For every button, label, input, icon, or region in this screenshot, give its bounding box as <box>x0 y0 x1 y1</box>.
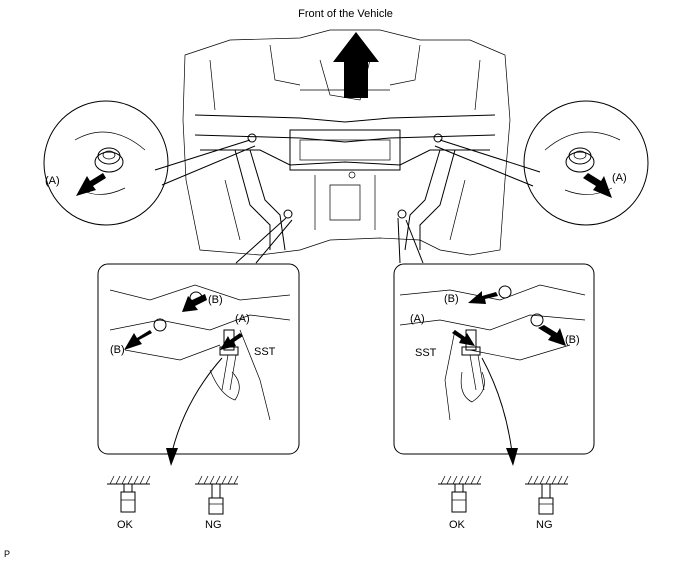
corner-code: P <box>4 549 11 559</box>
label-a-right-box: (A) <box>410 313 425 325</box>
right-circle-callout <box>434 100 649 226</box>
label-a-right-circle: (A) <box>612 172 627 184</box>
label-a-left-circle: (A) <box>45 175 60 187</box>
pointer-arrow-icon <box>468 291 498 304</box>
label-b-left-top: (B) <box>208 294 223 306</box>
pointer-arrow-icon <box>220 333 243 350</box>
pointer-arrow-icon <box>166 448 178 466</box>
label-b-left-side: (B) <box>110 344 125 356</box>
bolt-icon <box>565 147 595 173</box>
page-title: Front of the Vehicle <box>298 8 393 20</box>
left-circle-callout <box>43 100 256 226</box>
left-detail-box <box>97 217 300 466</box>
ng-pin-left <box>195 475 239 515</box>
ng-pin-right <box>525 475 569 515</box>
pointer-arrow-icon <box>182 294 207 312</box>
label-ok-left: OK <box>117 519 133 531</box>
pointer-arrow-icon <box>583 173 612 198</box>
pointer-arrow-icon <box>124 330 152 350</box>
subframe-illustration <box>182 29 511 256</box>
pointer-arrow-icon <box>76 173 106 196</box>
label-b-right-side: (B) <box>565 334 580 346</box>
ok-pin-right <box>438 475 482 513</box>
right-detail-box <box>393 217 595 466</box>
pointer-arrow-icon <box>538 325 566 346</box>
pointer-arrow-icon <box>506 448 518 466</box>
label-b-right-top: (B) <box>444 293 459 305</box>
label-sst-right: SST <box>415 347 437 359</box>
wrench-icon <box>209 329 240 401</box>
label-ng-right: NG <box>536 519 553 531</box>
front-arrow-icon <box>333 32 379 98</box>
label-ng-left: NG <box>205 519 222 531</box>
label-ok-right: OK <box>449 519 465 531</box>
ok-pin-left <box>107 475 151 513</box>
ok-ng-figures <box>107 475 569 515</box>
label-sst-left: SST <box>254 346 276 358</box>
pointer-arrow-icon <box>452 330 475 346</box>
label-a-left-box: (A) <box>235 313 250 325</box>
bolt-icon <box>94 147 124 173</box>
